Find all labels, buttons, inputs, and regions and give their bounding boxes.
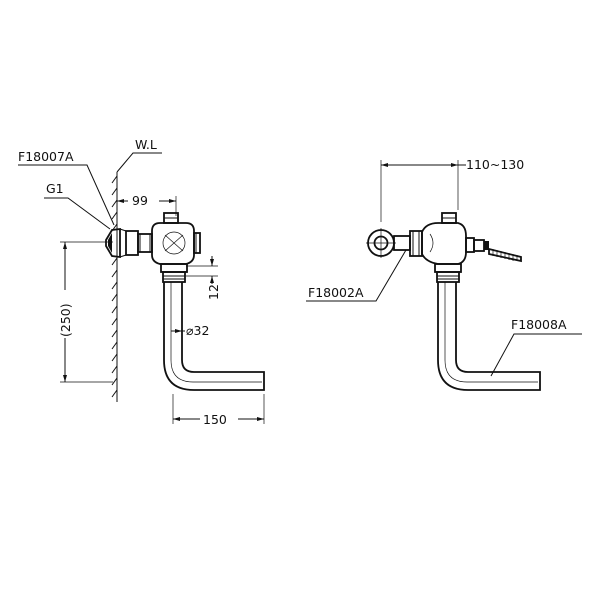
wall-line-callout: W.L (116, 137, 162, 173)
dim-pipe-length: 150 (172, 394, 265, 427)
side-part-callout: F18002A (306, 249, 407, 302)
dim-pipe-dia: ⌀32 (171, 323, 209, 338)
thread-callout: G1 (44, 181, 111, 230)
valve-body (151, 212, 201, 283)
dim-wall-offset-text: 99 (132, 193, 148, 208)
wall-part-label: F18007A (18, 149, 74, 164)
thread-label: G1 (46, 181, 64, 196)
side-part-label: F18002A (308, 285, 364, 300)
front-view: W.L F18007A G1 99 (18, 137, 265, 427)
dim-side-depth: 110~130 (380, 157, 524, 222)
pipe-part-label: F18008A (511, 317, 567, 332)
side-flush-pipe (437, 282, 541, 391)
dim-height-text: (250) (58, 303, 73, 337)
side-lever-handle (473, 239, 522, 263)
dim-wall-offset: 99 (117, 193, 177, 216)
dim-side-depth-text: 110~130 (466, 157, 524, 172)
wall-line-label: W.L (135, 137, 157, 152)
side-view: 110~130 (306, 157, 582, 391)
dim-pipe-dia-text: ⌀32 (186, 323, 209, 338)
dim-pipe-length-text: 150 (203, 412, 227, 427)
wall (111, 172, 118, 402)
pipe-part-callout: F18008A (490, 317, 582, 377)
dim-drop: 12 (186, 256, 221, 300)
dim-drop-text: 12 (206, 284, 221, 300)
flush-pipe (163, 282, 265, 391)
dim-height: (250) (58, 241, 113, 383)
side-valve-body (421, 212, 475, 283)
wall-connector (105, 227, 153, 259)
wall-part-callout: F18007A (18, 149, 115, 226)
side-wall-union (366, 228, 423, 258)
